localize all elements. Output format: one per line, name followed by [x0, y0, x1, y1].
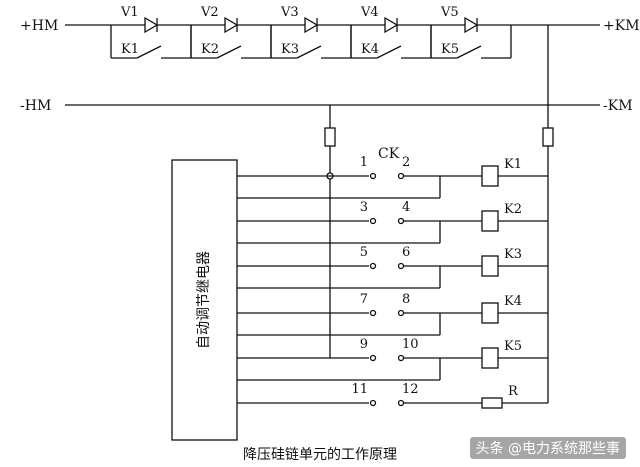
- contact-number: 10: [402, 337, 419, 352]
- contact-terminal: [369, 217, 377, 225]
- relay-coil: [481, 302, 499, 324]
- contact-number: 4: [402, 200, 410, 215]
- contact-row: [237, 302, 548, 336]
- bypass-contact-blade: [216, 45, 242, 59]
- contact-number: 11: [351, 382, 368, 397]
- diode-label: V4: [360, 5, 379, 20]
- contact-terminal: [397, 399, 405, 407]
- diode-icon: [384, 16, 399, 34]
- bypass-contact-blade: [456, 45, 482, 59]
- contact-number: 2: [402, 155, 410, 170]
- relay-label: K3: [504, 247, 522, 262]
- relay-label: K1: [504, 157, 522, 172]
- relay-label: K4: [504, 294, 522, 309]
- diode-icon: [464, 16, 479, 34]
- bus-label-km-pos: +KM: [603, 18, 640, 34]
- relay-label: K5: [504, 339, 522, 354]
- diode-label: V3: [280, 5, 299, 20]
- diode-stage: [190, 16, 272, 59]
- contact-row: [237, 397, 548, 409]
- diode-label: V1: [120, 5, 139, 20]
- contact-row: [237, 210, 548, 244]
- contact-terminal: [397, 172, 405, 180]
- contact-number: 12: [402, 382, 419, 397]
- bypass-contact-label: K1: [121, 42, 139, 57]
- diagram-caption: 降压硅链单元的工作原理: [243, 447, 397, 463]
- bypass-contact-label: K4: [361, 42, 379, 57]
- diode-icon: [224, 16, 239, 34]
- diode-icon: [144, 16, 159, 34]
- contact-number: 8: [402, 292, 410, 307]
- contact-number: 5: [360, 245, 368, 260]
- contact-terminal: [369, 399, 377, 407]
- contact-number: 1: [360, 155, 368, 170]
- bus-label-hm-pos: +HM: [20, 18, 58, 34]
- auto-relay-label: 自动调节继电器: [196, 251, 212, 349]
- relay-coil: [481, 255, 499, 277]
- bus-label-hm-neg: -HM: [20, 98, 51, 114]
- diode-chain: [110, 16, 512, 59]
- bus-label-km-neg: -KM: [603, 98, 633, 114]
- contact-row: [237, 165, 548, 199]
- bypass-contact-blade: [376, 45, 402, 59]
- contact-terminal: [397, 354, 405, 362]
- contact-terminal: [369, 262, 377, 270]
- bypass-contact-label: K5: [441, 42, 459, 57]
- contact-terminal: [397, 309, 405, 317]
- contact-terminal: [397, 217, 405, 225]
- diode-label: V5: [440, 5, 459, 20]
- contact-terminal: [369, 354, 377, 362]
- switch-label: CK: [378, 146, 400, 162]
- relay-label: K2: [504, 202, 522, 217]
- contact-number: 9: [360, 337, 368, 352]
- contact-terminal: [369, 309, 377, 317]
- contact-row: [237, 255, 548, 289]
- diode-stage: [430, 16, 512, 59]
- bypass-contact-label: K3: [281, 42, 299, 57]
- relay-coil: [481, 210, 499, 232]
- diode-label: V2: [200, 5, 219, 20]
- contact-number: 6: [402, 245, 410, 260]
- contact-terminal: [397, 262, 405, 270]
- bypass-contact-label: K2: [201, 42, 219, 57]
- fuse-right: [542, 127, 554, 147]
- watermark: 头条 @电力系统那些事: [469, 437, 626, 459]
- resistor-label: R: [508, 384, 519, 399]
- relay-coil: [481, 165, 499, 187]
- resistor: [481, 397, 503, 409]
- bypass-contact-blade: [296, 45, 322, 59]
- fuse-left: [324, 127, 336, 147]
- diode-icon: [304, 16, 319, 34]
- contact-terminal: [369, 172, 377, 180]
- contact-row: [237, 347, 548, 381]
- contact-number: 3: [360, 200, 368, 215]
- bypass-contact-blade: [136, 45, 162, 59]
- contact-number: 7: [360, 292, 368, 307]
- auto-relay-box: [171, 159, 238, 441]
- relay-coil: [481, 347, 499, 369]
